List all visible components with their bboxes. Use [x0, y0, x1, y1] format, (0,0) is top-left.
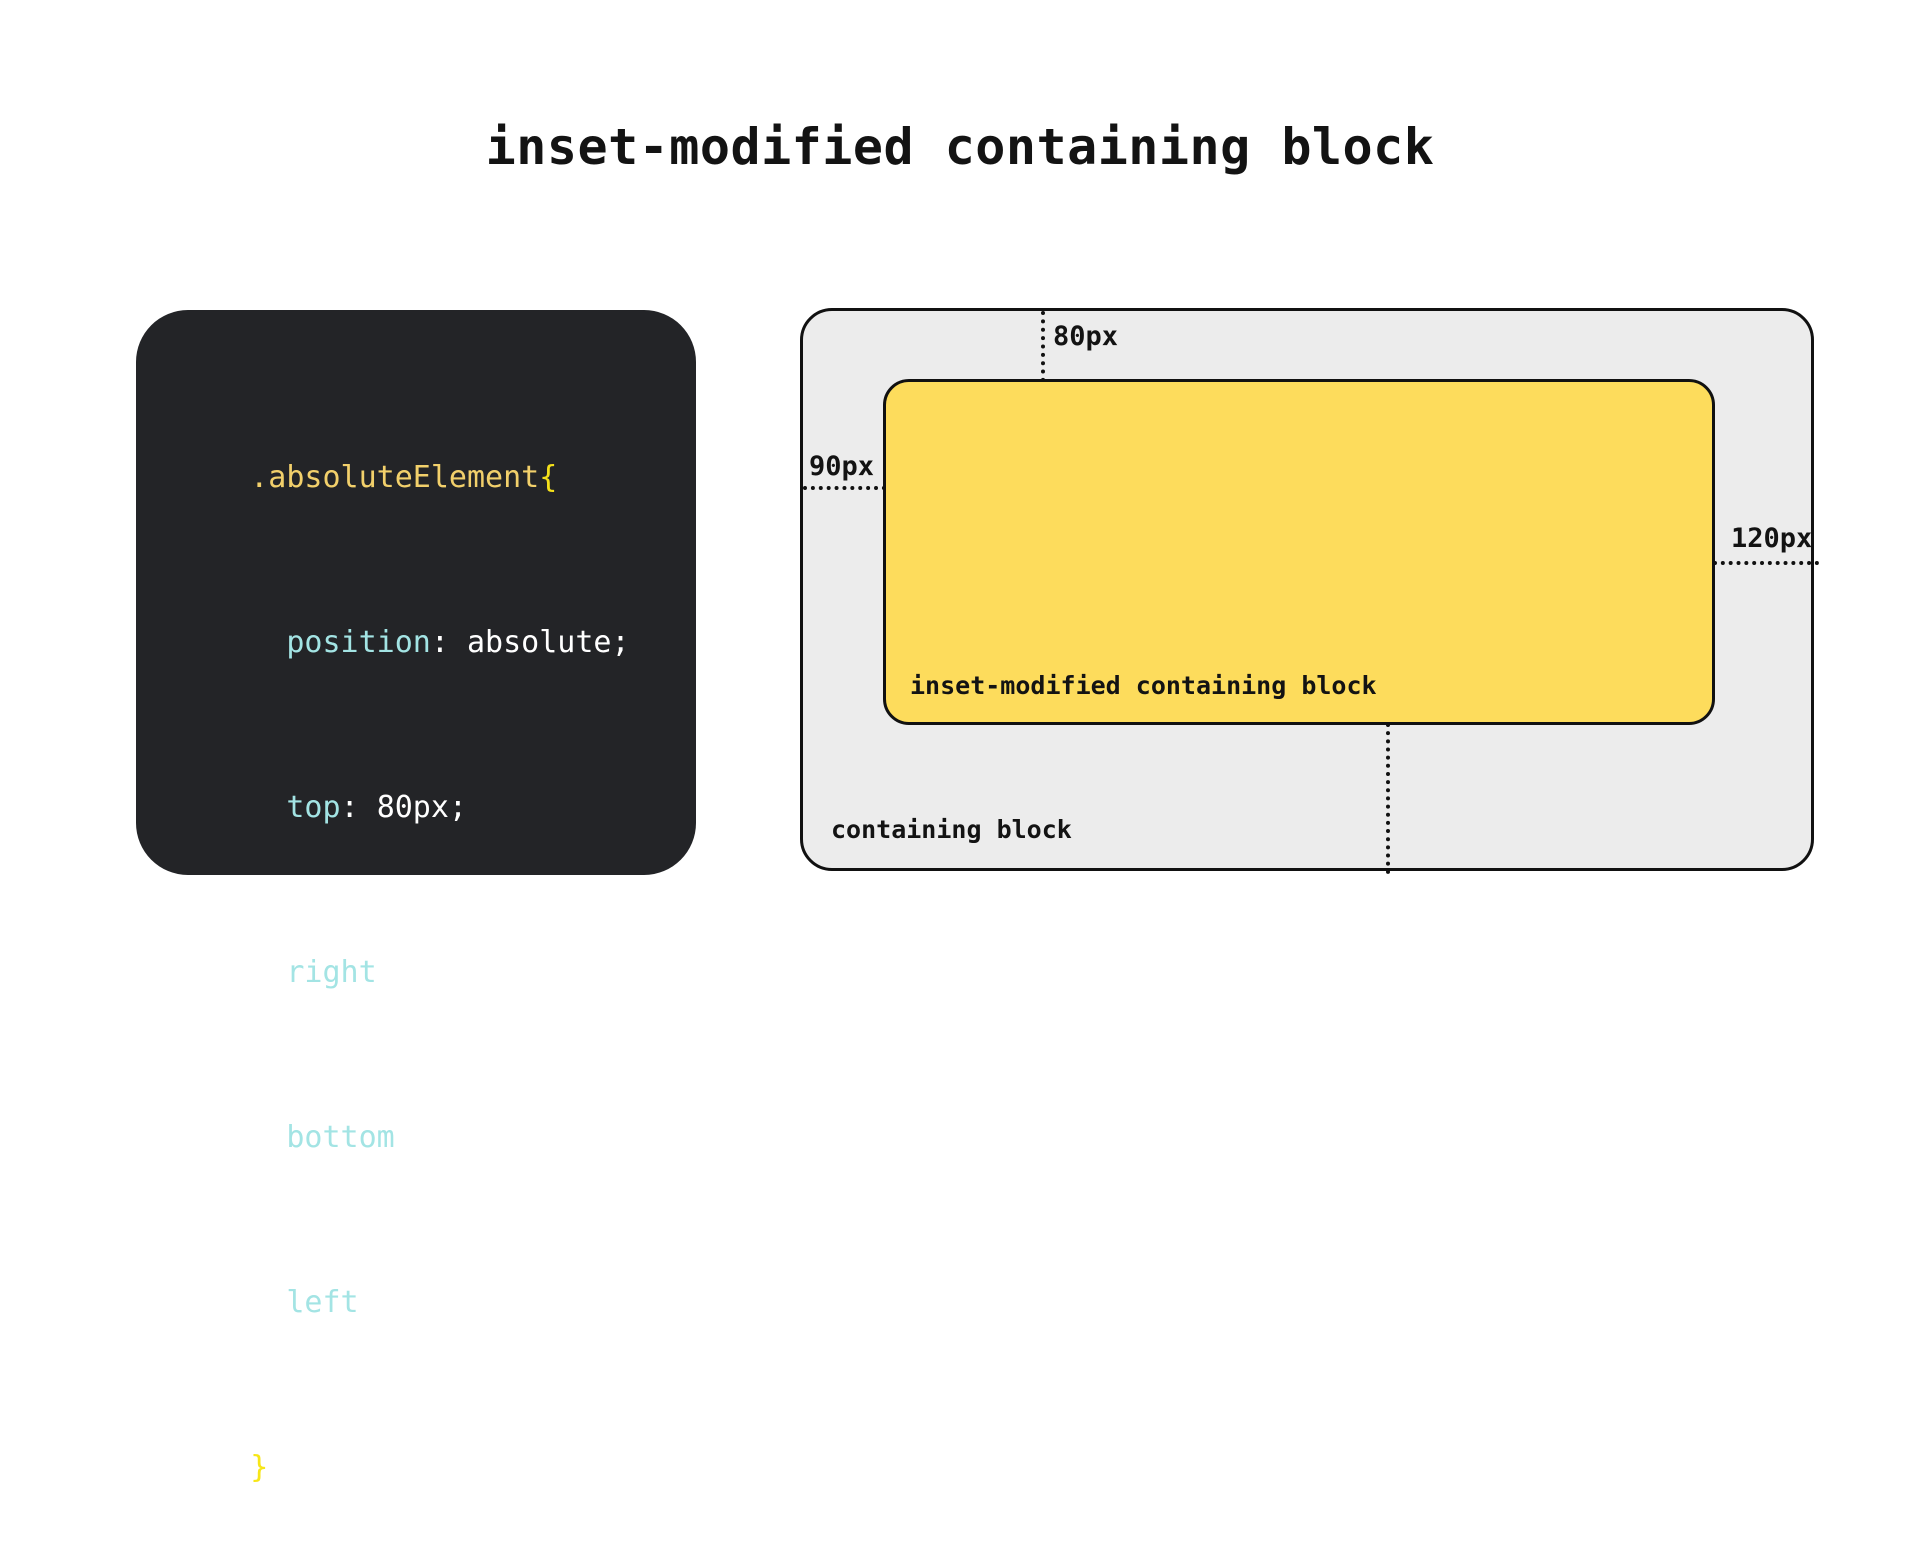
measurement-guide-top — [1041, 311, 1045, 382]
css-value-bottom: 180px; — [430, 1120, 540, 1155]
css-property-top: top — [286, 790, 341, 825]
inset-modified-containing-block-diagram: 80px 90px 120px 180px inset-modified con… — [800, 308, 1819, 874]
css-property-bottom: bottom — [286, 1120, 395, 1155]
css-selector-token: .absoluteElement — [250, 460, 540, 495]
code-line-declaration: right: 120px; — [178, 890, 696, 1055]
css-code-block: .absoluteElement{ position: absolute; to… — [136, 310, 696, 1485]
inset-modified-containing-block-label: inset-modified containing block — [910, 671, 1377, 700]
measurement-label-top: 80px — [1053, 321, 1119, 352]
css-property-right: right — [286, 955, 377, 990]
measurement-label-right: 120px — [1731, 523, 1813, 554]
code-indent — [250, 790, 286, 825]
containing-block-label: containing block — [831, 815, 1072, 844]
code-line-close-brace: } — [178, 1385, 696, 1550]
code-line-selector: .absoluteElement{ — [178, 395, 696, 560]
containing-block-box: 80px 90px 120px 180px inset-modified con… — [800, 308, 1819, 874]
code-line-declaration: top: 80px; — [178, 725, 696, 890]
code-indent — [250, 625, 286, 660]
code-line-declaration: left: 90px; — [178, 1220, 696, 1385]
css-value-position: absolute; — [467, 625, 630, 660]
css-close-brace-token: } — [250, 1450, 269, 1485]
css-open-brace-token: { — [539, 460, 558, 495]
css-separator: : — [430, 625, 467, 660]
page-title: inset-modified containing block — [485, 118, 1435, 176]
code-indent — [250, 955, 286, 990]
css-property-position: position — [286, 625, 431, 660]
css-property-left: left — [286, 1285, 359, 1320]
css-value-right: 120px; — [412, 955, 522, 990]
css-separator: : — [394, 1120, 431, 1155]
css-value-top: 80px; — [376, 790, 467, 825]
inset-modified-containing-block-box: inset-modified containing block — [883, 379, 1715, 725]
code-line-declaration: position: absolute; — [178, 560, 696, 725]
measurement-guide-right — [1713, 561, 1819, 565]
css-separator: : — [376, 955, 413, 990]
css-separator: : — [358, 1285, 395, 1320]
css-separator: : — [340, 790, 377, 825]
code-indent — [250, 1285, 286, 1320]
measurement-label-left: 90px — [809, 451, 875, 482]
measurement-guide-bottom — [1386, 723, 1390, 874]
code-indent — [250, 1120, 286, 1155]
css-value-left: 90px; — [394, 1285, 486, 1320]
measurement-guide-left — [803, 486, 886, 490]
